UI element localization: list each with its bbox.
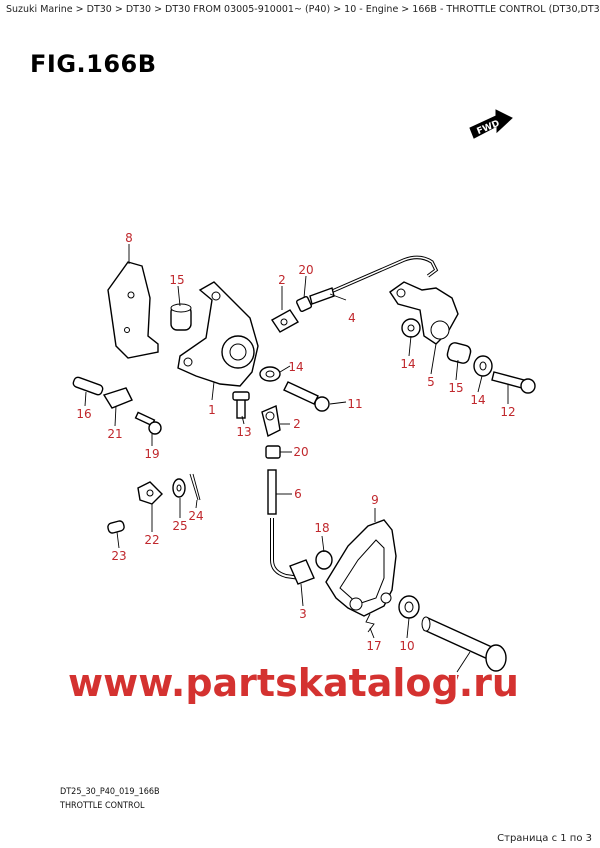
callout-20-lower: 20: [293, 445, 308, 459]
callout-10: 10: [399, 639, 414, 653]
callout-8: 8: [125, 231, 133, 245]
part-3-joint: [289, 559, 315, 585]
part-9-throttle-quadrant: [325, 519, 397, 617]
part-23-pin: [107, 520, 125, 534]
callout-2-upper: 2: [278, 273, 286, 287]
callout-7: 7: [452, 673, 460, 687]
callout-15-left: 15: [169, 273, 184, 287]
part-20-nut-upper: [295, 295, 313, 313]
callout-14-left: 14: [288, 360, 303, 374]
callout-numbers: 8 15 2 20 4 1 14 11 13 2 20 6 9 18 3 17 …: [76, 231, 515, 687]
callout-23: 23: [111, 549, 126, 563]
callout-19: 19: [144, 447, 159, 461]
part-13-screw: [232, 391, 250, 419]
callout-3: 3: [299, 607, 307, 621]
callout-2-lower: 2: [293, 417, 301, 431]
watermark: www.partskatalog.ru: [68, 661, 519, 705]
callout-16: 16: [76, 407, 91, 421]
callout-14-right: 14: [470, 393, 485, 407]
part-8-bracket: [107, 261, 159, 359]
part-6-rod: [267, 469, 301, 580]
part-11-bolt: [283, 381, 330, 412]
callout-14-mid: 14: [400, 357, 415, 371]
callout-22: 22: [144, 533, 159, 547]
callout-12: 12: [500, 405, 515, 419]
part-17-spring: [365, 613, 375, 633]
part-15-collar-right: [446, 342, 472, 364]
breadcrumb: Suzuki Marine > DT30 > DT30 > DT30 FROM …: [6, 4, 600, 15]
callout-9: 9: [371, 493, 379, 507]
callout-5: 5: [427, 375, 435, 389]
diagram-code: DT25_30_P40_019_166B: [60, 787, 160, 797]
page-indicator: Страница с 1 по 3: [497, 833, 592, 844]
callout-13: 13: [236, 425, 251, 439]
part-25-washer: [172, 478, 186, 498]
part-7-shaft: [421, 616, 507, 672]
callout-6: 6: [294, 487, 302, 501]
part-2-joint-upper: [270, 309, 300, 333]
callout-24: 24: [188, 509, 203, 523]
leader-lines: [84, 244, 509, 673]
callout-21: 21: [107, 427, 122, 441]
part-10-collar: [398, 595, 420, 619]
part-21-clip: [102, 387, 133, 409]
part-16-pin: [72, 376, 104, 396]
callout-20-upper: 20: [298, 263, 313, 277]
callout-1: 1: [208, 403, 216, 417]
callout-15-right: 15: [448, 381, 463, 395]
part-22-clip: [137, 481, 163, 505]
part-4-throttle-rod: [309, 255, 439, 305]
callout-11: 11: [347, 397, 362, 411]
callout-17: 17: [366, 639, 381, 653]
fwd-label: FWD: [476, 119, 502, 137]
part-5-lever: [389, 281, 459, 345]
callout-18: 18: [314, 521, 329, 535]
part-1-throttle-lever: [177, 281, 259, 387]
part-2-joint-lower: [261, 405, 281, 438]
callout-25: 25: [172, 519, 187, 533]
diagram-caption: THROTTLE CONTROL: [60, 801, 145, 811]
part-15-collar: [170, 303, 192, 331]
part-19-bolt: [134, 411, 162, 435]
part-24-cotter-pin: [189, 473, 201, 501]
fwd-arrow-icon: FWD: [469, 109, 513, 139]
figure-title: FIG.166B: [30, 50, 157, 78]
part-12-bolt: [491, 371, 536, 394]
part-20-nut-lower: [265, 445, 281, 459]
part-18-collar: [315, 550, 333, 570]
callout-4: 4: [348, 311, 356, 325]
